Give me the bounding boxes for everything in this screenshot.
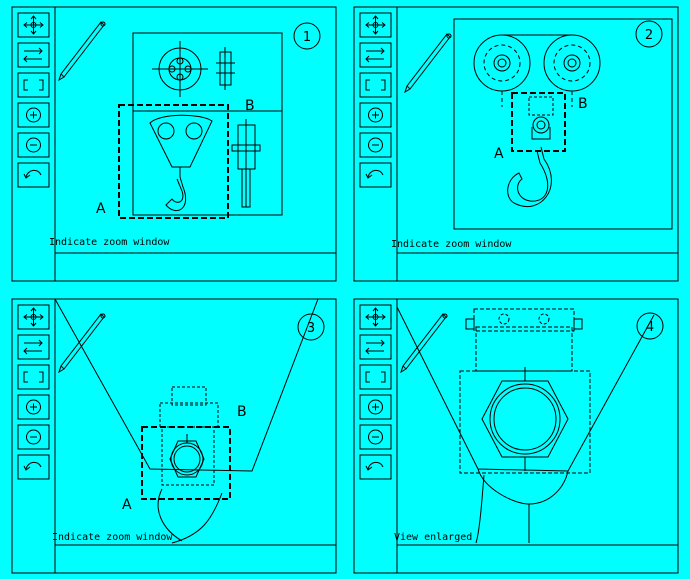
panel-1-number: 1 — [303, 30, 311, 45]
panel-2: 2 A B Indicate zoom window — [353, 6, 679, 282]
callout-b: B — [245, 98, 255, 114]
callout-b: B — [237, 404, 247, 420]
panel-2-number: 2 — [645, 28, 653, 43]
callout-b: B — [578, 96, 588, 112]
callout-a: A — [122, 497, 132, 513]
panel-3-number: 3 — [307, 321, 315, 336]
callout-a: A — [494, 146, 504, 162]
status-text: Indicate zoom window — [52, 532, 173, 543]
panel-3: 3 A B Indicate zoom window — [11, 298, 337, 574]
status-text: View enlarged — [394, 532, 472, 543]
callout-a: A — [96, 201, 106, 217]
status-text: Indicate zoom window — [49, 237, 170, 248]
status-text: Indicate zoom window — [391, 239, 512, 250]
panel-1: 1 A B Indicate zoom window — [11, 6, 337, 282]
panel-4: 4 View enlarged — [353, 298, 679, 574]
panel-4-number: 4 — [646, 320, 654, 335]
